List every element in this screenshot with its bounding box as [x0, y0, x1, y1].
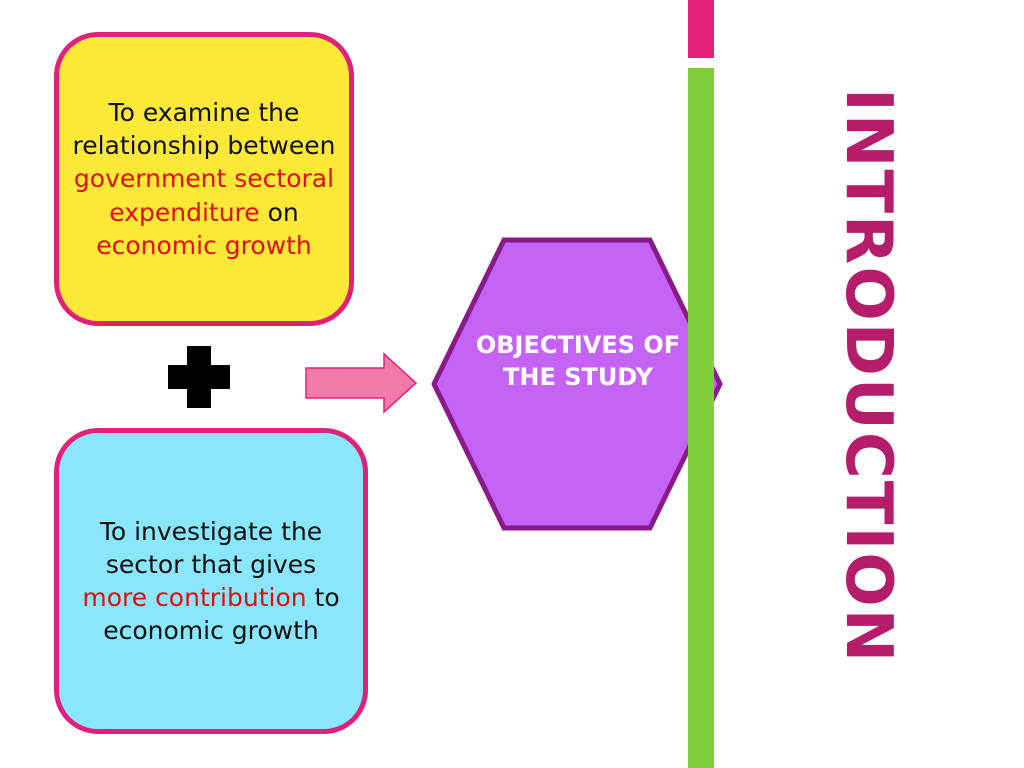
objective-text-investigate: To investigate the sector that gives mor… [71, 515, 351, 648]
objective-box-examine: To examine the relationship between gove… [54, 32, 354, 326]
page-title: INTRODUCTION [831, 87, 905, 665]
objective-highlight: economic growth [96, 230, 312, 260]
objective-highlight: government sectoral expenditure [73, 164, 335, 227]
accent-bar-green [688, 68, 714, 768]
plus-icon-vertical [187, 346, 211, 408]
objective-text-part: to economic growth [103, 583, 340, 646]
objective-text-part: To examine the relationship between [72, 97, 336, 161]
objective-text-part: on [267, 197, 299, 227]
hexagon-shape [431, 237, 723, 531]
objectives-hexagon [431, 237, 723, 531]
right-arrow-shape [305, 352, 418, 414]
objective-text-part: To investigate the sector that gives [99, 516, 323, 579]
accent-bar-pink [688, 0, 714, 58]
objectives-label: OBJECTIVES OF THE STUDY [475, 331, 681, 391]
right-arrow-icon [305, 352, 418, 414]
plus-icon [168, 346, 230, 408]
objective-box-investigate: To investigate the sector that gives mor… [54, 428, 368, 734]
objective-highlight: more contribution [82, 583, 307, 612]
objective-text-examine: To examine the relationship between gove… [71, 96, 337, 262]
